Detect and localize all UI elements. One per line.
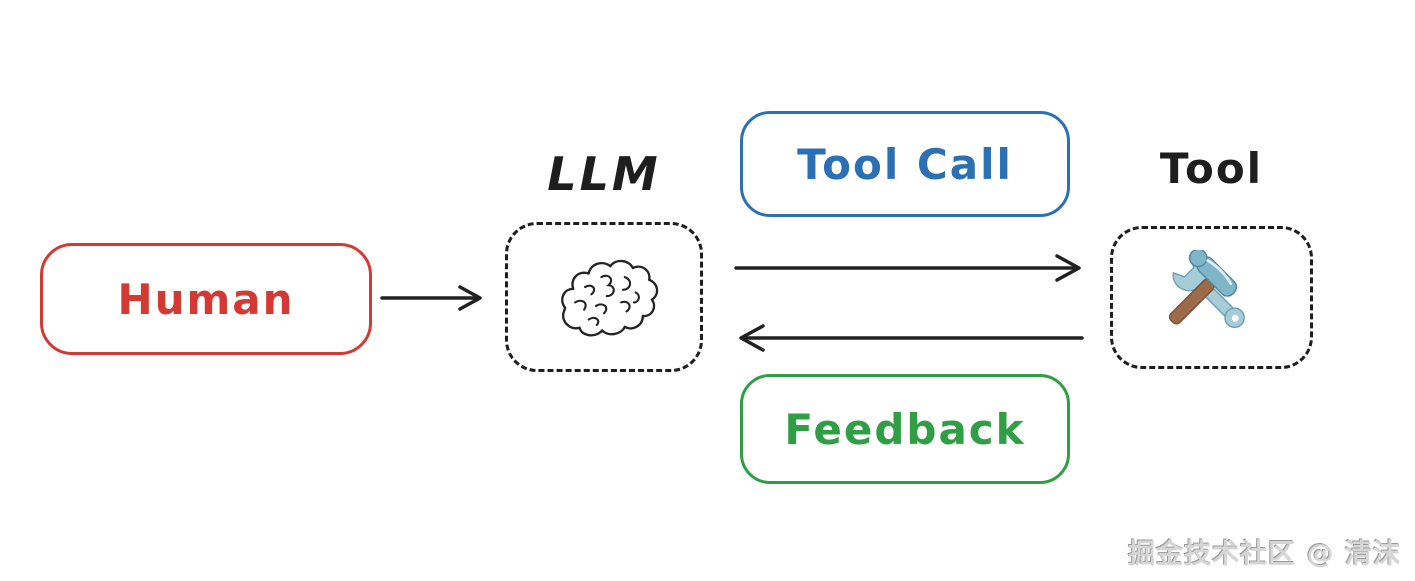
- human-node-label: Human: [117, 274, 295, 324]
- hammer-wrench-icon: [1164, 249, 1260, 346]
- human-node: Human: [40, 243, 372, 355]
- feedback-label: Feedback: [784, 404, 1026, 454]
- tool-call-label: Tool Call: [797, 139, 1013, 189]
- arrow-llm-to-tool: [733, 250, 1085, 286]
- arrow-tool-to-llm: [733, 320, 1085, 356]
- tool-call-label-box: Tool Call: [740, 111, 1070, 217]
- brain-icon: [548, 249, 660, 345]
- feedback-label-box: Feedback: [740, 374, 1070, 484]
- arrow-human-to-llm: [378, 280, 488, 316]
- tool-node-label: Tool: [1159, 144, 1264, 193]
- llm-node-label: LLM: [547, 147, 661, 201]
- tool-node: [1110, 226, 1313, 369]
- llm-node: [505, 222, 703, 372]
- watermark-text: 掘金技术社区 @ 清沫: [1128, 539, 1401, 570]
